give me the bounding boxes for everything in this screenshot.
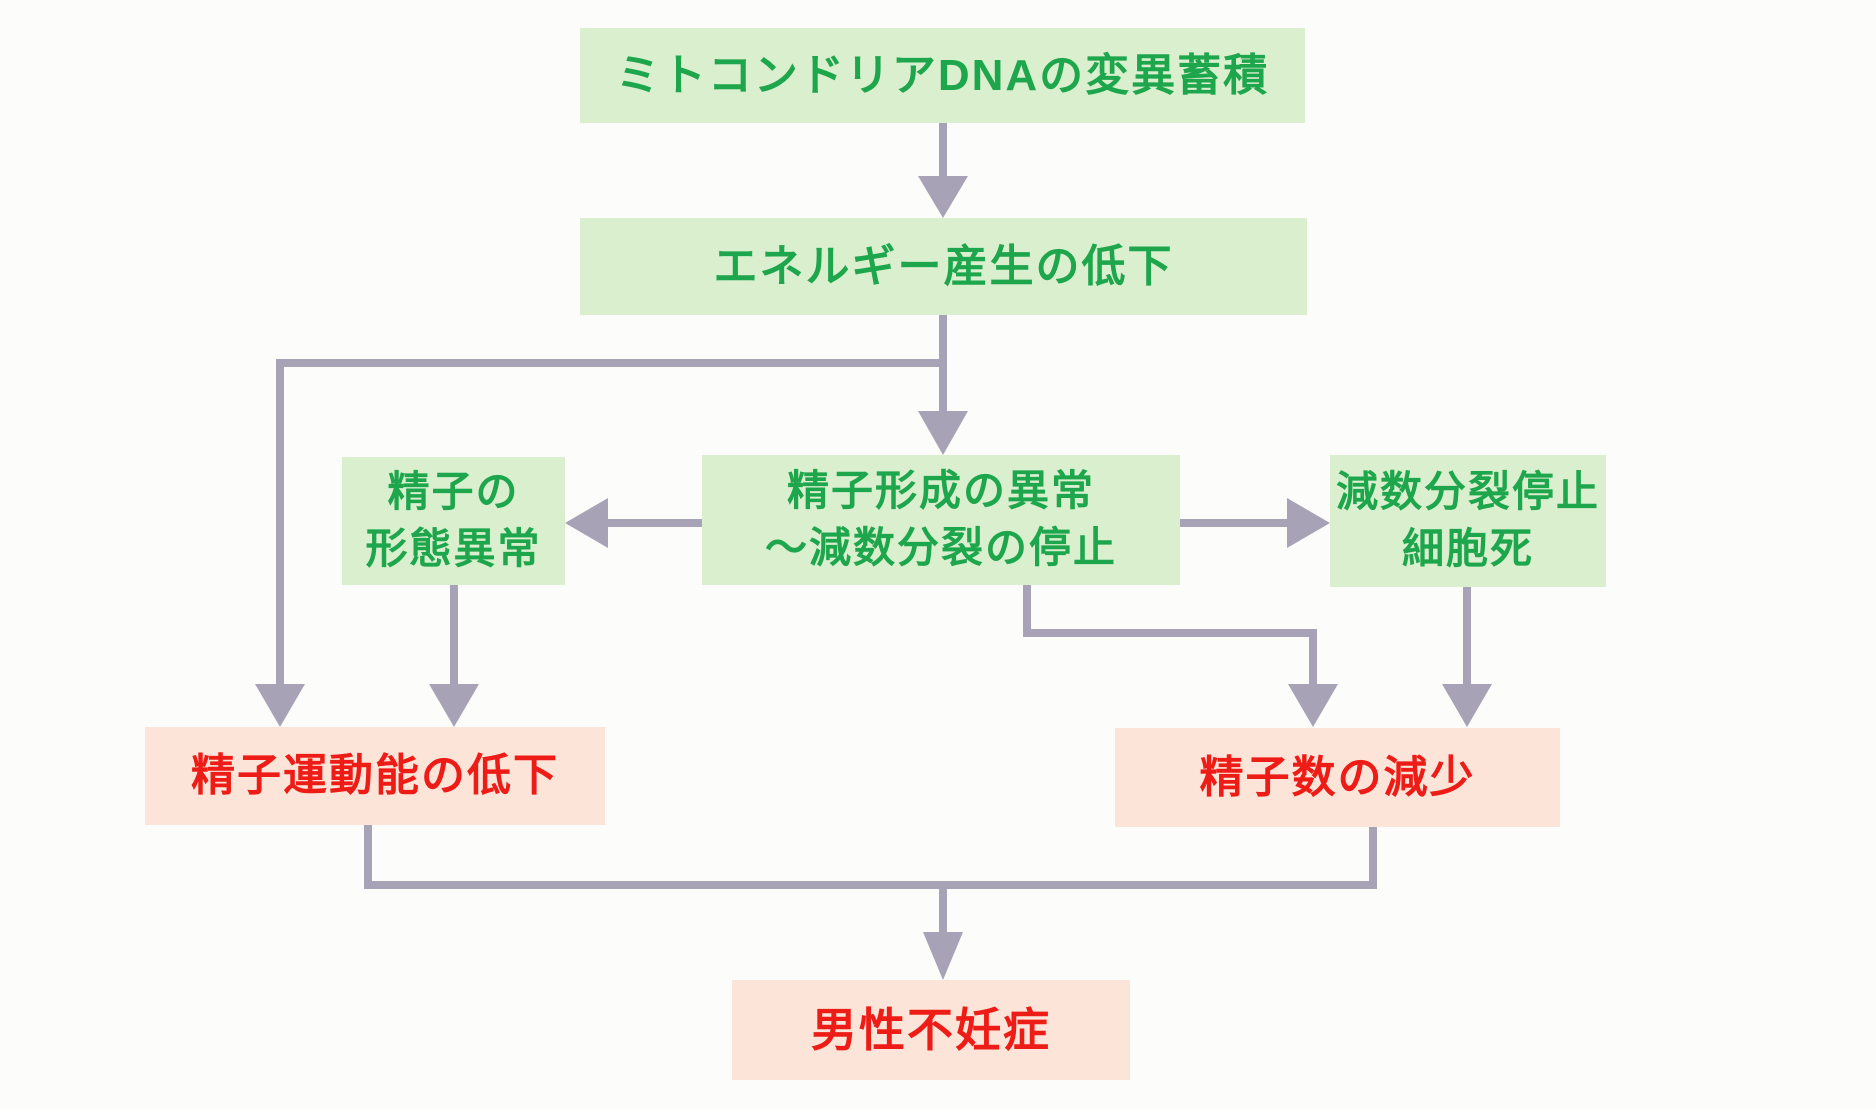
arrow-spermatogenesis-to-meiosis-arrest <box>1180 498 1330 548</box>
node-energy-production-decline: エネルギー産生の低下 <box>580 218 1307 315</box>
arrow-spermatogenesis-to-morphology <box>565 498 702 548</box>
arrow-energy-to-spermatogenesis <box>918 315 968 455</box>
node-spermatogenesis-abnormality-line2: ～減数分裂の停止 <box>764 524 1117 571</box>
node-spermatogenesis-abnormality-line1: 精子形成の異常 <box>786 467 1095 515</box>
node-meiosis-arrest-cell-death-line2: 細胞死 <box>1401 525 1534 572</box>
node-sperm-motility-decline-label: 精子運動能の低下 <box>191 751 559 801</box>
node-energy-production-decline-label: エネルギー産生の低下 <box>713 241 1174 291</box>
node-sperm-morphology-abnormality-line1: 精子の <box>387 468 520 516</box>
arrow-morphology-to-motility <box>429 585 479 727</box>
arrow-mtdna-to-energy <box>918 123 968 218</box>
node-male-infertility: 男性不妊症 <box>732 980 1130 1080</box>
node-male-infertility-label: 男性不妊症 <box>811 1003 1051 1056</box>
node-spermatogenesis-abnormality: 精子形成の異常 ～減数分裂の停止 <box>702 455 1180 585</box>
node-sperm-morphology-abnormality-line2: 形態異常 <box>365 525 542 572</box>
arrow-join-to-infertility <box>923 885 963 980</box>
arrow-meiosis-arrest-to-sperm-count <box>1442 587 1492 727</box>
connector-join-bracket <box>364 825 1377 889</box>
node-sperm-count-decrease: 精子数の減少 <box>1115 728 1560 827</box>
node-sperm-motility-decline: 精子運動能の低下 <box>145 727 605 825</box>
node-mtdna-mutation: ミトコンドリアDNAの変異蓄積 <box>580 28 1305 123</box>
node-mtdna-mutation-label: ミトコンドリアDNAの変異蓄積 <box>615 50 1270 100</box>
node-sperm-morphology-abnormality: 精子の 形態異常 <box>342 457 565 585</box>
arrow-spermatogenesis-to-sperm-count <box>1023 585 1338 727</box>
node-sperm-count-decrease-label: 精子数の減少 <box>1199 752 1476 802</box>
node-meiosis-arrest-cell-death-line1: 減数分裂停止 <box>1335 468 1600 516</box>
node-meiosis-arrest-cell-death: 減数分裂停止 細胞死 <box>1330 455 1606 587</box>
arrow-energy-to-motility <box>255 359 943 727</box>
